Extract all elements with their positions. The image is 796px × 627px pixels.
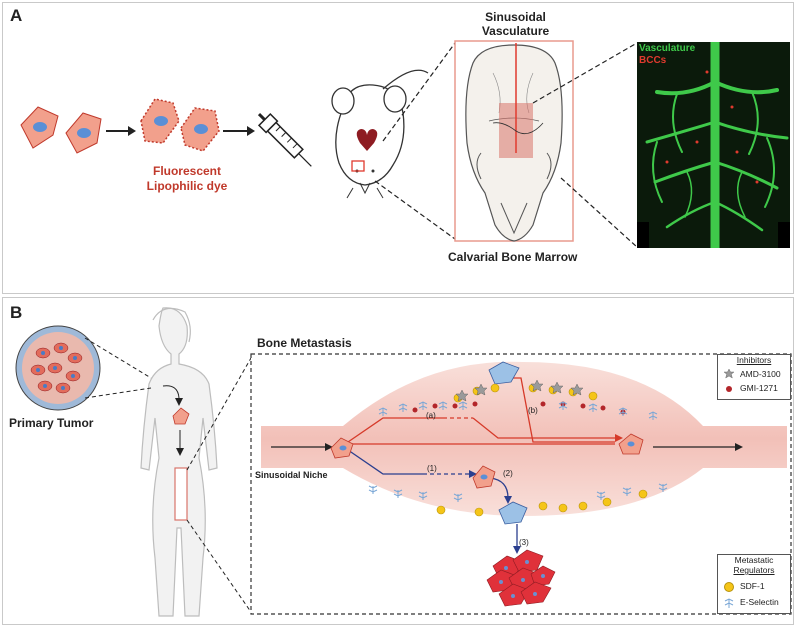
dormant-cell-icon [498, 501, 528, 525]
panel-b: B [2, 297, 794, 625]
micrograph-red-label: BCCs [639, 55, 667, 66]
inhibitors-legend-title: Inhibitors [736, 355, 772, 365]
calvarial-bone-marrow-label: Calvarial Bone Marrow [448, 250, 578, 264]
panel-b-letter: B [10, 303, 23, 322]
arrow-right-icon [223, 126, 255, 136]
panel-a: A [2, 2, 794, 294]
gmi-1271-legend-icon [726, 386, 732, 392]
regulators-legend: Metastatic Regulators SDF-1 E-Selectin [717, 554, 791, 614]
red-path-a [347, 417, 615, 445]
vasculature-line1: Sinusoidal [485, 10, 546, 24]
e-selectin-legend-label: E-Selectin [740, 597, 779, 607]
e-selectin-markers [368, 401, 668, 502]
red-path-b [508, 377, 615, 443]
regulators-legend-title-2: Regulators [733, 565, 775, 575]
mouse-icon [331, 69, 429, 199]
syringe-icon [257, 112, 312, 167]
amd-3100-legend-label: AMD-3100 [740, 369, 781, 379]
path-label-1: (1) [427, 464, 437, 473]
tumor-cell-icon [472, 465, 496, 489]
sdf-1-markers [436, 383, 648, 517]
sinusoidal-niche-label: Sinusoidal Niche [255, 470, 328, 480]
sdf-1-legend-icon [724, 582, 734, 592]
amd-3100-legend-icon [724, 369, 734, 379]
heart-icon [356, 129, 378, 151]
bone-metastasis-title: Bone Metastasis [257, 336, 352, 350]
labeled-cell-icon [180, 107, 220, 152]
micrograph-green-label: Vasculature [639, 43, 696, 54]
path-label-a: (a) [426, 411, 436, 420]
dye-label-line2: Lipophilic dye [146, 179, 228, 193]
tumor-cell-icon [330, 437, 354, 459]
panel-a-illustration [20, 40, 638, 248]
primary-tumor-icon [15, 325, 101, 411]
dormant-cell-icon [488, 361, 520, 385]
e-selectin-legend-icon [724, 596, 734, 608]
inhibitors-legend: Inhibitors AMD-3100 GMI-1271 [717, 354, 791, 400]
tumor-cell-icon [618, 433, 644, 455]
tumor-cell-icon [20, 106, 59, 149]
panel-a-letter: A [10, 6, 23, 25]
sdf-1-legend-label: SDF-1 [740, 581, 765, 591]
femur-marker [174, 467, 188, 521]
gmi-1271-legend-label: GMI-1271 [740, 383, 778, 393]
blue-path-1 [347, 449, 518, 546]
metastatic-tumor-nuclei [499, 560, 545, 598]
metastatic-tumor-icon [486, 549, 556, 607]
vessel-network [637, 42, 790, 248]
micrograph-image: Vasculature BCCs [637, 42, 790, 248]
arrow-right-icon [106, 126, 136, 136]
human-body-icon [140, 307, 218, 617]
tumor-cell-icon [65, 112, 102, 154]
fluorescent-dye-label: Fluorescent Lipophilic dye [137, 164, 237, 194]
dye-label-line1: Fluorescent [152, 164, 221, 178]
sinusoidal-vasculature-label: Sinusoidal Vasculature [458, 10, 573, 38]
path-label-2: (2) [503, 469, 513, 478]
panel-b-illustration [15, 307, 792, 617]
circulating-cell-icon [172, 407, 190, 425]
path-label-b: (b) [528, 406, 538, 415]
labeled-cell-icon [140, 98, 180, 144]
gmi-1271-markers [412, 401, 626, 415]
vasculature-line2: Vasculature [481, 24, 550, 38]
amd-3100-markers [455, 379, 584, 402]
path-label-3: (3) [519, 538, 529, 547]
skull-icon [454, 40, 574, 242]
primary-tumor-label: Primary Tumor [9, 416, 94, 430]
regulators-legend-title-1: Metastatic [734, 555, 774, 565]
calvaria-marker [351, 160, 365, 172]
sinusoid-vessel [261, 361, 787, 516]
